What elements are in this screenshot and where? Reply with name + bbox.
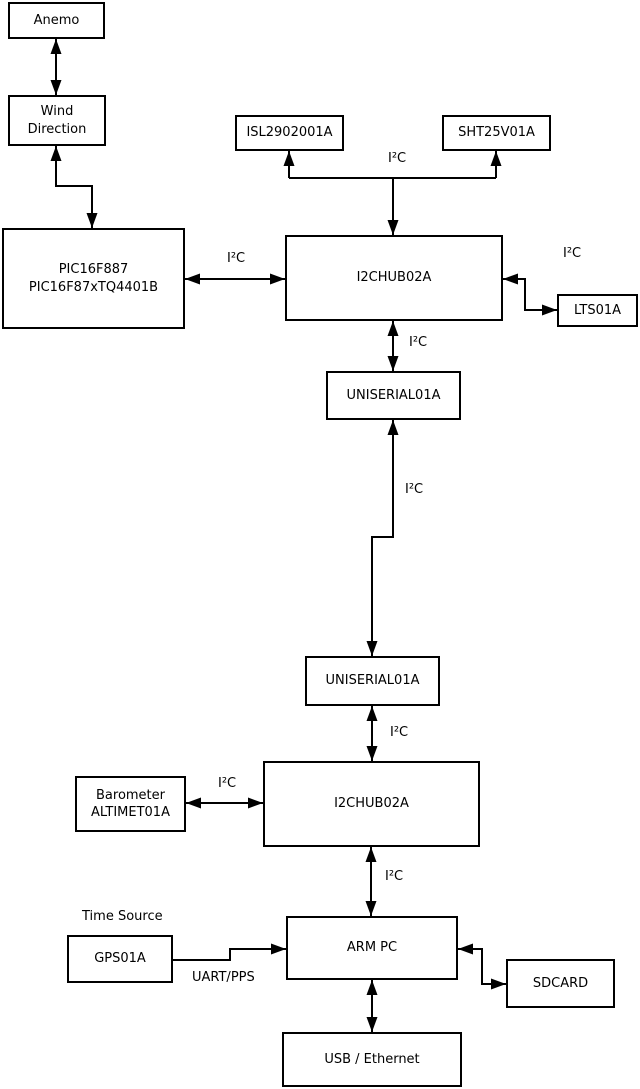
node-anemo-label: Anemo [33,12,80,28]
edge-label-i2c-hub1-uniserial1: I²C [409,335,428,350]
connector-winddirection-pic [50,146,98,228]
edge-label-i2c-sensors-bus: I²C [388,151,407,166]
node-wind-direction-label: Wind Direction [27,104,87,137]
edge-label-i2c-uniserial-link: I²C [405,482,424,497]
node-i2chub02a-upper: I2CHUB02A [285,235,503,321]
node-uniserial01a-upper: UNISERIAL01A [326,371,461,420]
node-pic16f887-label: PIC16F887 PIC16F87xTQ4401B [28,262,159,295]
node-barometer-altimet01a-label: Barometer ALTIMET01A [91,787,170,820]
node-isl2902001a-label: ISL2902001A [246,125,333,141]
node-sdcard-label: SDCARD [532,975,589,991]
connector-armpc-sdcard [458,943,506,990]
edge-label-i2c-hub2-armpc: I²C [385,869,404,884]
node-arm-pc-label: ARM PC [346,940,398,956]
node-anemo: Anemo [8,2,105,39]
node-sht25v01a-label: SHT25V01A [458,125,535,141]
node-usb-ethernet-label: USB / Ethernet [324,1051,420,1067]
edge-label-i2c-uniserial2-hub2: I²C [390,725,409,740]
edge-label-i2c-pic-hub1: I²C [227,251,246,266]
node-i2chub02a-upper-label: I2CHUB02A [356,270,432,286]
node-usb-ethernet: USB / Ethernet [282,1032,462,1087]
node-arm-pc: ARM PC [286,916,458,980]
node-pic16f887: PIC16F887 PIC16F87xTQ4401B [2,228,185,329]
node-uniserial01a-upper-label: UNISERIAL01A [346,387,441,403]
edge-label-i2c-barometer-hub2: I²C [218,776,237,791]
node-isl2902001a: ISL2902001A [235,115,344,151]
connector-uniserial1-uniserial2 [366,420,399,656]
node-lts01a-label: LTS01A [573,302,622,318]
node-barometer-altimet01a: Barometer ALTIMET01A [75,776,186,832]
node-wind-direction: Wind Direction [8,95,106,146]
node-i2chub02a-lower-label: I2CHUB02A [334,796,409,812]
node-gps01a: GPS01A [67,935,173,983]
node-i2chub02a-lower: I2CHUB02A [263,761,480,847]
node-lts01a: LTS01A [557,294,638,327]
connector-hub1-lts [503,273,557,316]
edge-label-i2c-hub1-lts: I²C [563,246,582,261]
edge-label-uart-pps: UART/PPS [192,970,255,985]
node-uniserial01a-lower-label: UNISERIAL01A [325,673,420,689]
connector-gps-armpc [173,943,286,961]
node-gps01a-label: GPS01A [94,951,146,967]
node-sht25v01a: SHT25V01A [442,115,551,151]
node-sdcard: SDCARD [506,959,615,1008]
node-uniserial01a-lower: UNISERIAL01A [305,656,440,706]
edge-label-time-source: Time Source [82,909,163,924]
